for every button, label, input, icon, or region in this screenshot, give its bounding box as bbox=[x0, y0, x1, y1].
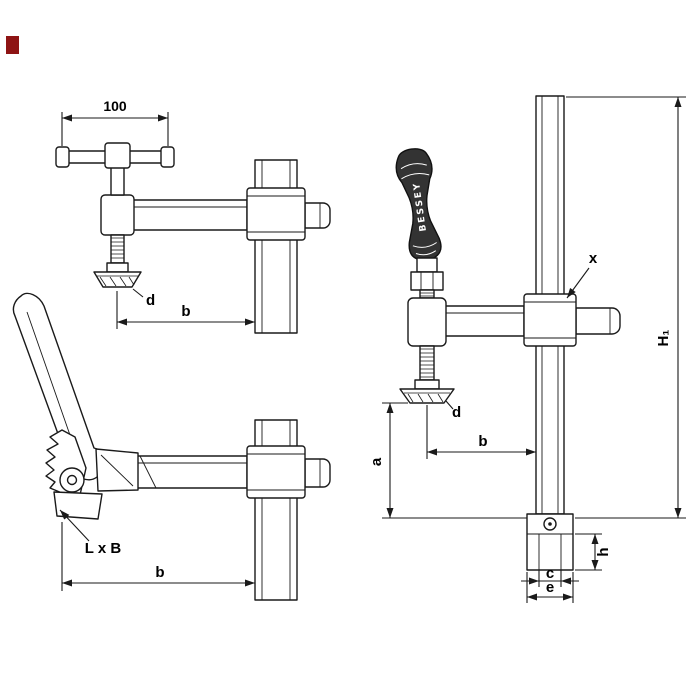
dim-h1-extensions bbox=[566, 96, 686, 519]
dim-h: h bbox=[575, 533, 612, 571]
dim-b-label: b bbox=[181, 303, 190, 320]
t-bar-knob-right bbox=[160, 146, 175, 168]
dim-d-leader bbox=[445, 400, 454, 410]
pivot-center bbox=[66, 474, 78, 486]
threaded-spindle bbox=[110, 234, 125, 264]
bracket-body bbox=[246, 187, 306, 241]
arm-tube bbox=[443, 305, 525, 337]
bracket-lines bbox=[247, 453, 305, 491]
main-clamp-view: BESSEY x H₁ a bbox=[368, 95, 686, 603]
dim-100: 100 bbox=[61, 98, 169, 146]
dim-c-label: c bbox=[546, 565, 554, 582]
brand-badge bbox=[6, 36, 19, 54]
bracket-lines bbox=[247, 195, 305, 233]
dim-d: d bbox=[132, 288, 155, 309]
dim-h1: H₁ bbox=[566, 96, 686, 519]
handle-ribs bbox=[400, 163, 437, 256]
connector-line bbox=[100, 454, 134, 487]
hex-facets bbox=[420, 272, 434, 290]
dim-d-leader bbox=[132, 288, 144, 298]
spindle-housing bbox=[100, 194, 135, 236]
dim-lxb: L x B bbox=[59, 509, 122, 557]
threaded-spindle-upper bbox=[419, 289, 435, 299]
dim-x-label: x bbox=[589, 250, 598, 267]
arm-end-stub bbox=[575, 307, 621, 335]
foot-slot-lines bbox=[527, 533, 573, 570]
hex-collar bbox=[410, 271, 444, 291]
clamp-arm bbox=[124, 455, 331, 489]
clamp-arm bbox=[443, 305, 621, 337]
dim-d: d bbox=[445, 400, 461, 421]
handle-neck bbox=[416, 257, 438, 273]
rail-foot bbox=[526, 513, 574, 571]
bracket-body bbox=[246, 445, 306, 499]
arm-end-stub bbox=[304, 202, 331, 229]
dim-lxb-leader bbox=[59, 509, 90, 542]
dim-h1-label: H₁ bbox=[655, 329, 672, 346]
dim-d-label: d bbox=[146, 292, 155, 309]
dim-x: x bbox=[566, 250, 598, 299]
sliding-bracket bbox=[246, 445, 306, 499]
dim-e-label: e bbox=[546, 579, 554, 596]
lever-mechanism bbox=[12, 292, 139, 520]
dim-100-extensions bbox=[61, 112, 169, 146]
handle-group: BESSEY bbox=[395, 148, 442, 262]
arm-edge-line bbox=[125, 455, 247, 489]
dim-100-label: 100 bbox=[103, 98, 127, 114]
arm-tube bbox=[124, 455, 248, 489]
dim-a-extensions bbox=[382, 402, 527, 519]
vertical-rail bbox=[254, 159, 298, 334]
bracket-body bbox=[523, 293, 577, 347]
spindle-clamp-view: 100 d b bbox=[55, 98, 331, 334]
pad-collar bbox=[414, 379, 440, 390]
t-bar-boss bbox=[104, 142, 131, 169]
dim-e: e bbox=[526, 572, 574, 603]
spindle-assembly: BESSEY bbox=[395, 148, 455, 404]
fixed-jaw bbox=[53, 491, 103, 520]
thread-hatch-lower bbox=[420, 348, 434, 378]
pressure-pad bbox=[399, 388, 455, 404]
dim-b-reach: b bbox=[116, 291, 255, 329]
pad-collar bbox=[106, 262, 129, 273]
dim-c: c bbox=[521, 565, 579, 587]
dim-a: a bbox=[368, 402, 527, 519]
sliding-bracket bbox=[246, 187, 306, 241]
dim-h-label: h bbox=[595, 547, 612, 556]
sliding-bracket bbox=[523, 293, 577, 347]
rail-profile bbox=[254, 159, 298, 334]
thread-hatch bbox=[111, 237, 124, 259]
spindle-rod bbox=[110, 165, 125, 196]
bracket-lines bbox=[524, 301, 576, 339]
dim-b-label: b bbox=[478, 433, 487, 450]
dim-x-leader bbox=[566, 267, 590, 299]
thread-hatch-upper bbox=[420, 292, 434, 297]
t-bar-knob-left bbox=[55, 146, 70, 168]
dim-d-label: d bbox=[452, 404, 461, 421]
arm-end-stub bbox=[304, 458, 331, 488]
handle-grip bbox=[395, 148, 442, 262]
threaded-spindle-lower bbox=[419, 345, 435, 381]
dim-a-label: a bbox=[368, 457, 385, 466]
pad-hatch bbox=[404, 392, 450, 403]
arm-tube bbox=[116, 199, 248, 231]
dim-b-reach: b bbox=[426, 405, 536, 459]
spindle-housing bbox=[407, 297, 447, 347]
foot-screw-center bbox=[548, 522, 552, 526]
lever-clamp-view: L x B b bbox=[12, 292, 331, 601]
dim-lxb-label: L x B bbox=[85, 540, 122, 557]
dim-b-label: b bbox=[155, 564, 164, 581]
dim-b-reach: b bbox=[61, 522, 255, 591]
spindle-assembly bbox=[55, 142, 175, 288]
pad-hatch bbox=[96, 275, 139, 287]
